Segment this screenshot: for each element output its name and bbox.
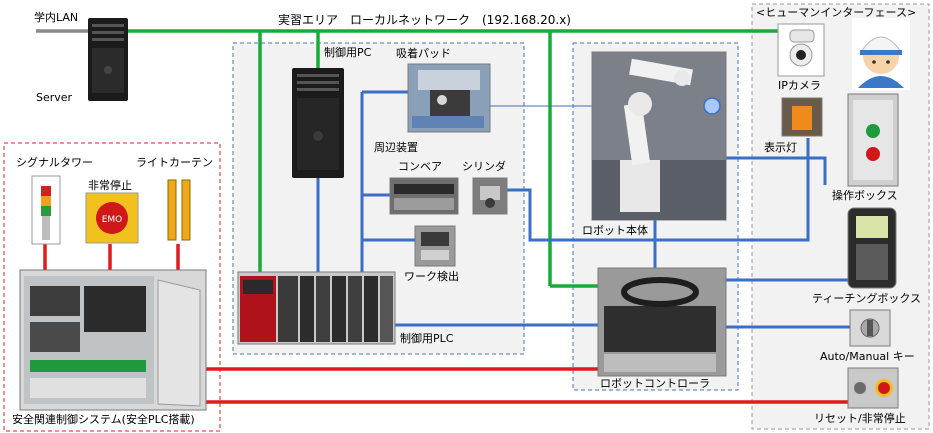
indicator-lamp-photo: [781, 97, 823, 137]
server-tower-icon: [88, 18, 128, 101]
ip-camera-label: IPカメラ: [778, 79, 821, 92]
reset-estop-label: リセット/非常停止: [814, 412, 906, 425]
operation-box-label: 操作ボックス: [832, 189, 898, 202]
campus-lan-label: 学内LAN: [34, 11, 79, 24]
light-curtain-label: ライトカーテン: [136, 156, 213, 169]
local-network-label: 実習エリア ローカルネットワーク (192.168.20.x): [278, 13, 571, 27]
teaching-box-label: ティーチングボックス: [812, 292, 922, 305]
conveyor-label: コンベア: [398, 160, 442, 173]
auto-manual-key-photo: [849, 309, 891, 347]
teaching-box-photo: [847, 207, 897, 289]
cylinder-label: シリンダ: [462, 160, 506, 173]
robot-arm-icon: [591, 51, 727, 221]
signal-tower-label: シグナルタワー: [16, 156, 93, 169]
cylinder-photo: [472, 177, 508, 215]
robot-controller-label: ロボットコントローラ: [600, 377, 710, 390]
network-lines: [36, 29, 790, 288]
pc-tower-icon: [292, 68, 344, 178]
control-plc-label: 制御用PLC: [400, 332, 454, 345]
hmi-title: <ヒューマンインターフェース>: [756, 6, 917, 19]
robot-controller-photo: [597, 267, 727, 377]
ip-camera-icon: [777, 23, 825, 77]
server-label: Server: [36, 91, 73, 104]
operation-box-photo: [847, 93, 899, 187]
signal-tower-icon: [31, 175, 61, 245]
safety-system-label: 安全関連制御システム(安全PLC搭載): [12, 413, 195, 426]
suction-pad-label: 吸着パッド: [396, 47, 451, 60]
work-detect-photo: [414, 225, 456, 267]
light-curtain-icon: [156, 176, 200, 244]
reset-estop-photo: [847, 367, 899, 409]
robot-body-label: ロボット本体: [582, 224, 648, 237]
control-pc-label: 制御用PC: [324, 46, 372, 59]
plc-photo: [237, 271, 396, 345]
emo-text: EMO: [102, 215, 123, 225]
peripherals-label: 周辺装置: [374, 141, 418, 154]
conveyor-photo: [389, 177, 459, 215]
operator-helmet-icon: [852, 18, 910, 90]
auto-manual-key-label: Auto/Manual キー: [820, 350, 915, 363]
work-detect-label: ワーク検出: [404, 270, 459, 283]
emergency-stop-icon: EMO: [85, 192, 139, 244]
suction-pad-photo: [407, 63, 491, 133]
indicator-lamp-label: 表示灯: [764, 141, 797, 154]
signal-lines: [316, 90, 850, 329]
emergency-stop-label: 非常停止: [88, 179, 132, 192]
safety-cabinet-photo: [19, 269, 207, 411]
safety-lines: [43, 244, 848, 404]
